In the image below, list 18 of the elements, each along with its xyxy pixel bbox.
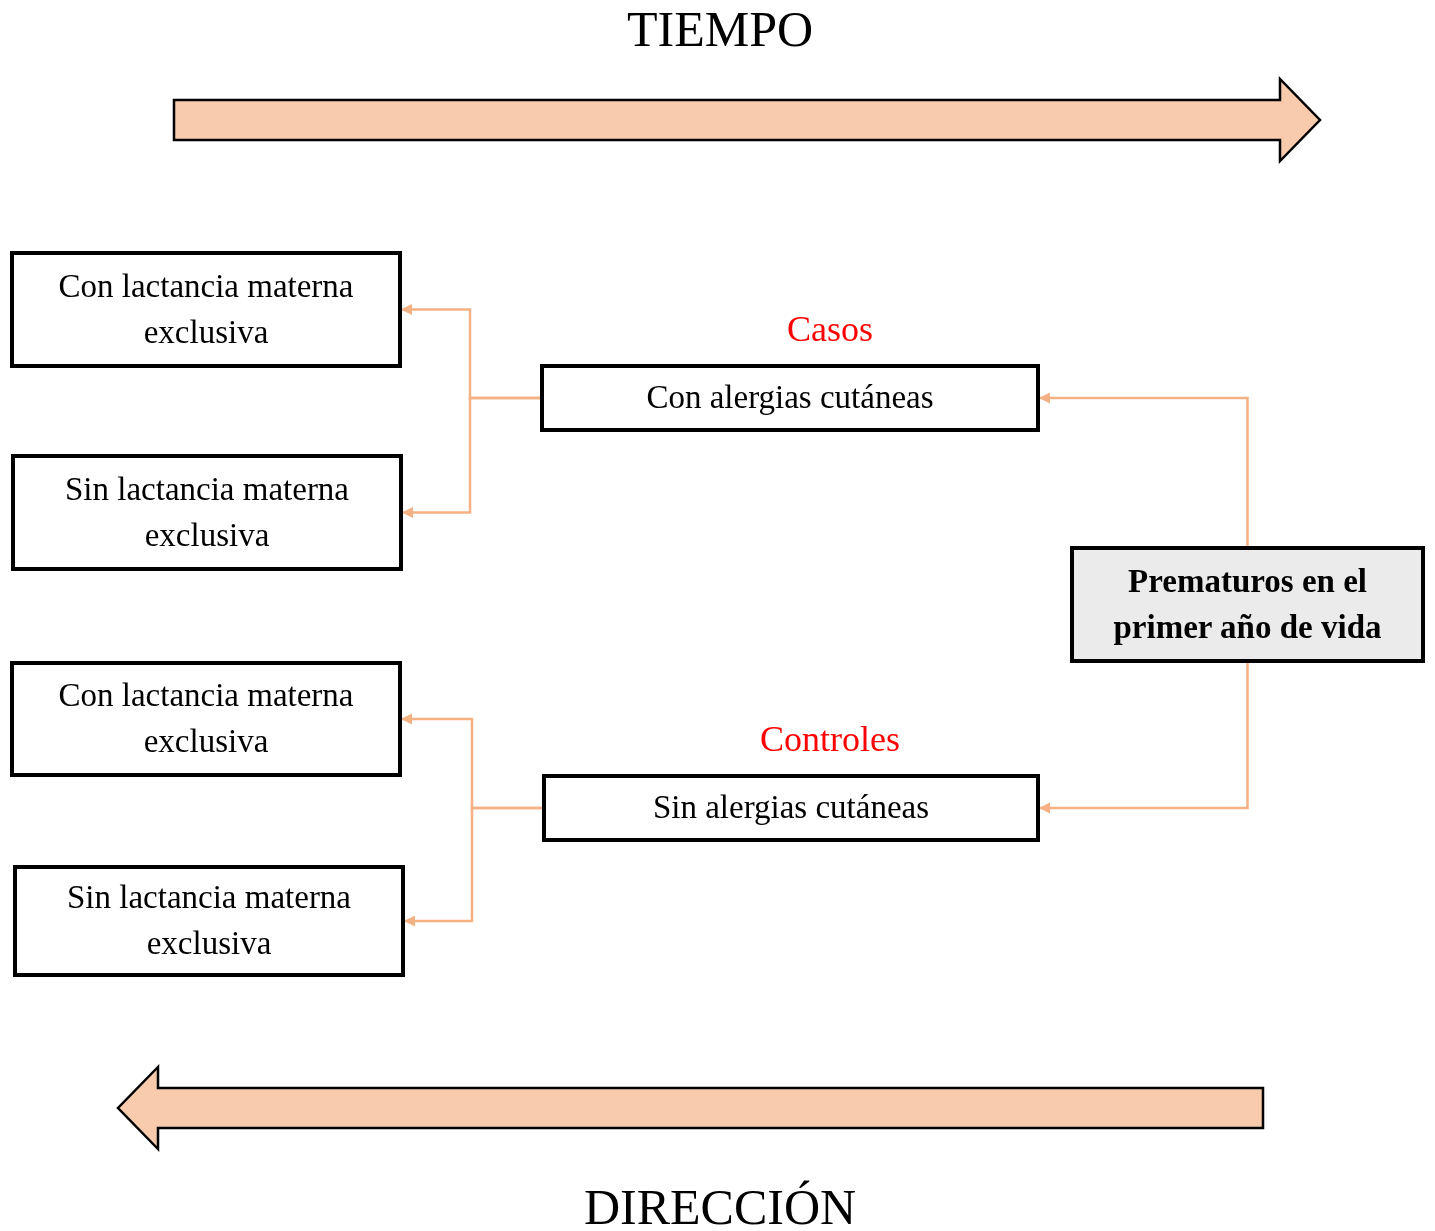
axis-label: TIEMPO	[626, 0, 814, 58]
box-text: Prematuros en el primer año de vida	[1112, 561, 1383, 647]
box-text: Sin alergias cutáneas	[651, 788, 931, 828]
process-box	[10, 251, 402, 368]
process-box	[10, 661, 402, 777]
process-box	[540, 364, 1040, 432]
axis-label: DIRECCIÓN	[583, 1178, 857, 1231]
group-label: Controles	[760, 718, 900, 760]
process-box	[13, 865, 405, 977]
process-box	[542, 774, 1040, 842]
box-text: Sin lactancia materna exclusiva	[66, 878, 352, 963]
process-box	[1070, 546, 1425, 663]
box-text: Con lactancia materna exclusiva	[57, 266, 355, 352]
box-text: Con lactancia materna exclusiva	[57, 676, 355, 761]
process-box	[11, 454, 403, 571]
group-label: Casos	[787, 308, 873, 350]
box-text: Sin lactancia materna exclusiva	[64, 469, 350, 555]
box-text: Con alergias cutáneas	[645, 378, 935, 418]
